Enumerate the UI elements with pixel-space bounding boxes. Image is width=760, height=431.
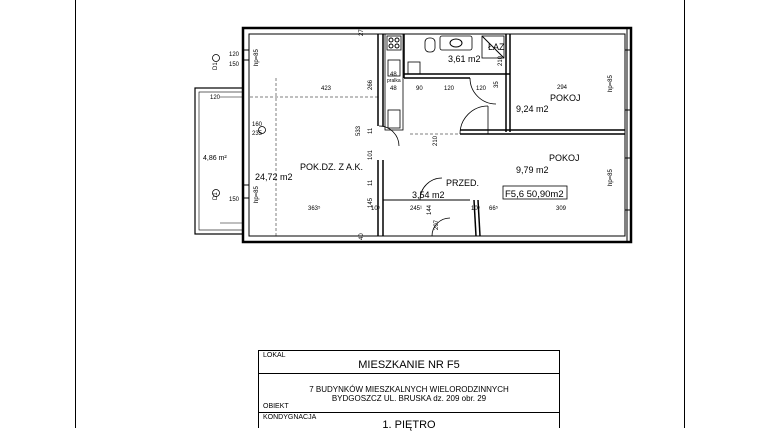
room-name-hall: PRZED. (446, 178, 479, 188)
dimension-label: 27 (359, 29, 365, 36)
dimension-label: 66⁵ (489, 205, 499, 212)
kondygnacja-value: 1. PIĘTRO (382, 419, 436, 431)
room-name-bed2: POKOJ (549, 153, 580, 163)
dimension-label: 150 (229, 62, 240, 68)
dimension-label: D1 (213, 192, 219, 200)
dimension-label: 40 (359, 233, 365, 240)
dimension-label: 423 (321, 86, 332, 92)
dimension-label: 150 (229, 197, 240, 203)
dimension-label: hp=85 (254, 185, 260, 203)
dimension-label: 207 (434, 219, 440, 230)
dimension-labels: 423 294 363⁵ 309 245¹ 10⁵ 66⁵ 10⁵ 120 90… (210, 29, 614, 240)
page-border-left (75, 0, 76, 428)
dimension-label: 11 (368, 127, 374, 134)
dimension-label: 48 (390, 72, 397, 78)
room-area-bed1: 9,24 m2 (516, 104, 549, 114)
room-area-bed2: 9,79 m2 (516, 165, 549, 175)
room-name-bed1: POKOJ (550, 93, 581, 103)
apartment-label: F5,6 50,90m2 (505, 189, 564, 200)
dimension-label: 363⁵ (308, 205, 321, 212)
obiekt-line-1: 7 BUDYNKÓW MIESZKALNYCH WIELORODZINNYCH (309, 385, 509, 394)
apartment-label-box (502, 185, 568, 200)
dimension-label: 48 (390, 86, 397, 92)
room-name-living: POK.DZ. Z A.K. (300, 162, 363, 172)
dimension-label: D1 (213, 62, 219, 70)
balcony-area: 4,86 m² (203, 155, 227, 162)
dimension-label: 235 (252, 131, 263, 137)
dimension-label: 144 (427, 204, 433, 215)
dimension-label: 210 (498, 55, 504, 66)
dimension-label: 266 (368, 79, 374, 90)
dimension-label: pralka (387, 78, 401, 84)
room-name-bath: ŁAZ (488, 42, 505, 52)
title-block-divider-2 (259, 412, 559, 413)
dimension-label: 294 (557, 85, 568, 91)
dimension-label: 11 (368, 179, 374, 186)
obiekt-line-2: BYDGOSZCZ UL. BRUSKA dz. 209 obr. 29 (331, 394, 487, 403)
lokal-value: MIESZKANIE NR F5 (358, 359, 460, 371)
dimension-label: 145 (368, 197, 374, 208)
page-border-right (684, 0, 685, 428)
dimension-label: 35 (494, 81, 500, 88)
dimension-label: hp=85 (254, 48, 260, 66)
room-area-living: 24,72 m2 (255, 172, 293, 182)
lokal-label: LOKAL (263, 352, 286, 359)
dimension-label: 10⁵ (471, 205, 481, 212)
dimension-label: 120 (476, 86, 487, 92)
walls (194, 26, 633, 244)
dimension-label: 210 (433, 135, 439, 146)
dimension-label: hp=85 (608, 74, 614, 92)
dimension-label: 120 (210, 95, 221, 101)
dimension-label: 309 (556, 206, 567, 212)
dimension-label: hp=85 (608, 168, 614, 186)
dimension-label: 90 (416, 86, 423, 92)
dimension-label: 533 (356, 125, 362, 136)
room-area-hall: 3,54 m2 (412, 190, 445, 200)
window-markers (212, 54, 266, 197)
dimension-label: 10⁵ (371, 205, 381, 212)
dimension-label: 245¹ (410, 206, 422, 212)
dimension-label: 120 (444, 86, 455, 92)
kondygnacja-label: KONDYGNACJA (263, 414, 317, 421)
dimension-label: 160 (252, 122, 263, 128)
title-block: LOKAL MIESZKANIE NR F5 7 BUDYNKÓW MIESZK… (258, 350, 560, 431)
dimension-label: 101 (368, 149, 374, 160)
title-block-divider-1 (259, 373, 559, 374)
obiekt-label: OBIEKT (263, 403, 289, 410)
room-area-bath: 3,61 m2 (448, 54, 481, 64)
dimension-label: 120 (229, 52, 240, 58)
